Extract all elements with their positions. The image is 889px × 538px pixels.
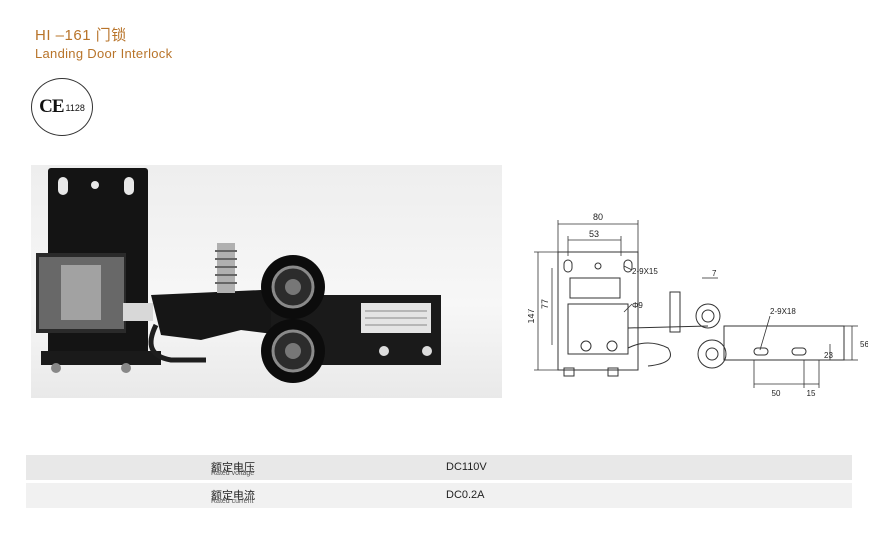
dim-80: 80 — [593, 212, 603, 222]
product-photo — [31, 165, 502, 398]
spec-label-en: Rated current — [211, 498, 254, 505]
dim-53: 53 — [589, 229, 599, 239]
product-title: HI –161 门锁 — [35, 27, 127, 44]
spec-label-cn: 额定电压 — [211, 462, 255, 474]
dim-7: 7 — [712, 269, 717, 278]
ce-certification-badge: CE 1128 — [31, 78, 93, 136]
dim-147: 147 — [528, 308, 536, 323]
spec-row-current: 额定电流 Rated current DC0.2A — [26, 483, 852, 508]
ce-number: 1128 — [65, 103, 85, 113]
spec-value: DC0.2A — [446, 489, 485, 501]
dim-2-9x15: 2-9X15 — [632, 267, 658, 276]
product-subtitle: Landing Door Interlock — [35, 46, 173, 61]
spec-row-voltage: 额定电压 Rated voltage DC110V — [26, 455, 852, 480]
dim-15: 15 — [807, 389, 816, 398]
dim-23: 23 — [824, 351, 833, 360]
spec-label: 额定电压 Rated voltage — [26, 455, 326, 480]
dim-phi-9: Φ9 — [632, 301, 643, 310]
dim-56: 56 — [860, 340, 868, 349]
dim-2-9x18: 2-9X18 — [770, 307, 796, 316]
dim-77: 77 — [540, 299, 550, 309]
dimension-drawing: 80 53 147 77 2-9X15 Φ9 7 2-9X18 56 23 50… — [526, 208, 869, 400]
ce-mark: CE — [39, 96, 64, 117]
dim-50: 50 — [772, 389, 781, 398]
spec-label-en: Rated voltage — [211, 470, 255, 477]
spec-label: 额定电流 Rated current — [26, 483, 326, 508]
spec-value: DC110V — [446, 461, 487, 473]
spec-table: 额定电压 Rated voltage DC110V 额定电流 Rated cur… — [26, 455, 852, 511]
technical-drawing: 80 53 147 77 2-9X15 Φ9 7 2-9X18 56 23 50… — [526, 212, 869, 398]
door-lock-illustration — [36, 168, 441, 383]
spec-label-cn: 额定电流 — [211, 490, 255, 502]
